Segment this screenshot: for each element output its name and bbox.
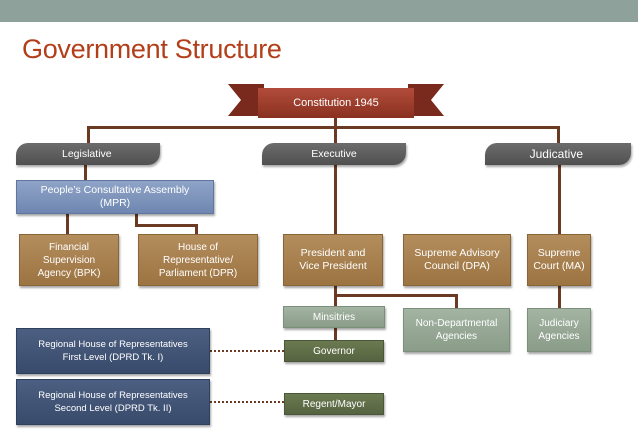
dprd2-box: Regional House of Representatives Second… xyxy=(16,379,210,425)
ma-box: Supreme Court (MA) xyxy=(527,234,591,286)
dpa-box: Supreme Advisory Council (DPA) xyxy=(403,234,511,286)
judicative-tab: Judicative xyxy=(485,143,631,165)
page-title: Government Structure xyxy=(22,34,282,64)
regent-box: Regent/Mayor xyxy=(284,393,384,415)
constitution-label: Constitution 1945 xyxy=(293,96,379,109)
dprd1-box: Regional House of Representatives First … xyxy=(16,328,210,374)
judiciary-box: Judiciary Agencies xyxy=(527,308,591,352)
bpk-box: Financial Supervision Agency (BPK) xyxy=(19,234,119,286)
legislative-tab: Legislative xyxy=(16,143,160,165)
president-box: President and Vice President xyxy=(283,234,383,286)
ministries-box: Minsitries xyxy=(283,306,385,328)
dpr-box: House of Representative/ Parliament (DPR… xyxy=(138,234,258,286)
top-bar xyxy=(0,0,638,22)
executive-tab: Executive xyxy=(262,143,406,165)
governor-box: Governor xyxy=(284,340,384,362)
non-departmental-box: Non-Departmental Agencies xyxy=(403,308,510,352)
mpr-box: People’s Consultative Assembly (MPR) xyxy=(16,180,214,214)
